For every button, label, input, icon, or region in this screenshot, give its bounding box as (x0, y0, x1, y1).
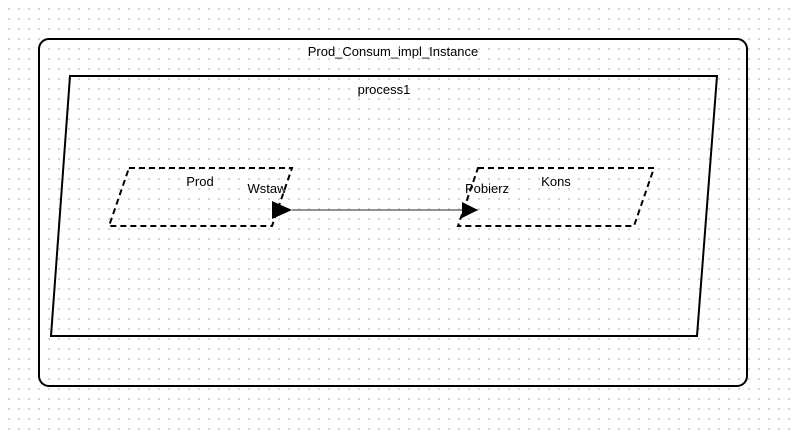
thread-kons-label: Kons (541, 174, 571, 189)
port-wstaw-out-arrow-icon[interactable] (272, 201, 292, 219)
thread-prod-label: Prod (186, 174, 213, 189)
port-pobierz-label: Pobierz (465, 181, 509, 196)
process-label: process1 (358, 82, 411, 97)
process-box[interactable] (49, 75, 719, 337)
port-wstaw-label: Wstaw (248, 181, 288, 196)
system-instance-label: Prod_Consum_impl_Instance (308, 44, 479, 59)
system-instance-box[interactable] (38, 38, 748, 387)
thread-prod-box[interactable] (107, 167, 294, 227)
